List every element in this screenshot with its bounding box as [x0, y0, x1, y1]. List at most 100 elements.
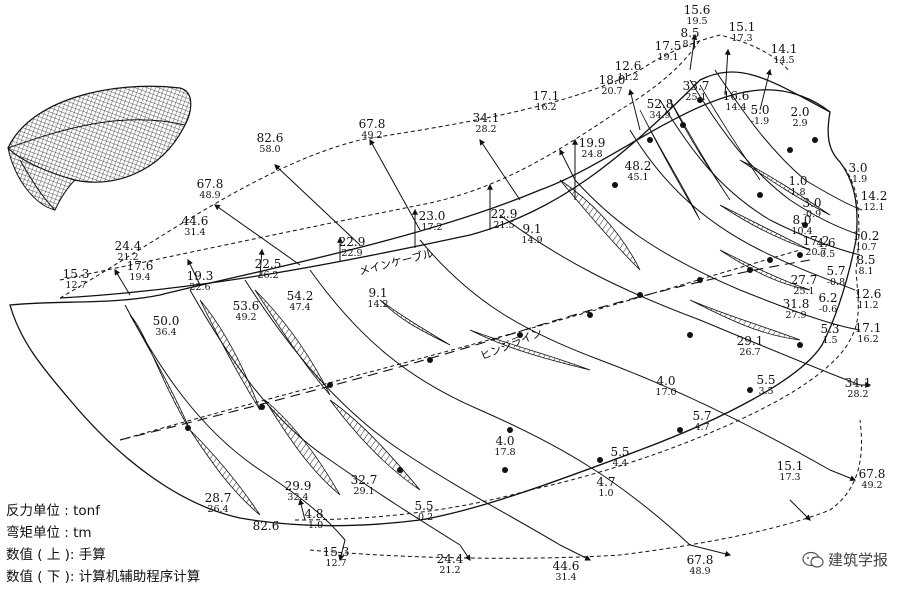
value-computer-calc: 4.7 [694, 422, 709, 433]
value-label: 15.312.7 [323, 545, 350, 569]
value-hand-calc: 22.9 [339, 235, 366, 249]
value-hand-calc: 9.1 [368, 286, 387, 300]
value-hand-calc: 22.9 [491, 207, 518, 221]
value-hand-calc: 15.1 [777, 459, 804, 473]
value-computer-calc: 58.0 [259, 144, 280, 155]
value-label: 5.5-0.2 [414, 499, 433, 523]
value-label: 17.220.7 [803, 234, 830, 258]
value-hand-calc: 50.0 [153, 314, 180, 328]
value-computer-calc: 29.1 [353, 486, 374, 497]
value-hand-calc: 12.6 [855, 287, 882, 301]
value-label: 5.31.5 [820, 322, 839, 346]
value-hand-calc: 4.0 [495, 434, 514, 448]
value-label: 2.02.9 [790, 105, 809, 129]
value-computer-calc: 16.2 [857, 334, 878, 345]
value-label: 5.53.5 [756, 373, 775, 397]
value-label: 82.6 [253, 519, 280, 533]
value-label: 32.729.1 [351, 473, 378, 497]
value-hand-calc: 24.4 [437, 552, 464, 566]
value-hand-calc: 34.1 [845, 376, 872, 390]
value-hand-calc: 4.0 [656, 374, 675, 388]
value-computer-calc: 26.2 [257, 270, 278, 281]
value-computer-calc: -1.9 [849, 174, 867, 185]
watermark: 建筑学报 [802, 549, 888, 570]
value-label: 6.2-0.6 [818, 291, 837, 315]
value-hand-calc: 44.6 [182, 214, 209, 228]
value-hand-calc: 8.5 [856, 253, 875, 267]
value-computer-calc: 8.1 [682, 39, 697, 50]
value-label: 10.210.7 [853, 229, 880, 253]
value-label: 17.619.4 [127, 259, 154, 283]
value-computer-calc: 20.7 [601, 86, 622, 97]
value-hand-calc: 6.2 [818, 291, 837, 305]
value-computer-calc: 14.5 [773, 55, 794, 66]
value-computer-calc: 11.2 [857, 300, 878, 311]
value-label: 67.849.2 [859, 467, 886, 491]
value-computer-calc: 17.3 [731, 33, 752, 44]
value-label: 50.036.4 [153, 314, 180, 338]
value-computer-calc: 28.2 [847, 389, 868, 400]
value-hand-calc: 14.2 [861, 189, 888, 203]
wechat-icon [802, 551, 824, 568]
value-computer-calc: 19.5 [686, 16, 707, 27]
value-computer-calc: -1.0 [305, 520, 323, 531]
value-label: 67.849.2 [359, 117, 386, 141]
value-label: 4.6-0.5 [816, 236, 835, 260]
value-computer-calc: 28.2 [475, 124, 496, 135]
value-label: 23.017.2 [419, 209, 446, 233]
value-label: 17.116.2 [855, 321, 882, 345]
value-computer-calc: 16.2 [535, 102, 556, 113]
value-label: 18.020.7 [599, 73, 626, 97]
value-hand-calc: 32.7 [351, 473, 378, 487]
value-hand-calc: 18.0 [599, 73, 626, 87]
units-legend: 反力单位 : tonf 弯矩单位 : tm 数值 ( 上 ): 手算 数值 ( … [6, 500, 200, 588]
value-computer-calc: 3.5 [758, 386, 773, 397]
value-hand-calc: 53.6 [233, 299, 260, 313]
value-hand-calc: 15.3 [63, 267, 90, 281]
value-computer-calc: 12.7 [65, 280, 86, 291]
value-computer-calc: 8.1 [858, 266, 873, 277]
value-label: 24.421.2 [115, 239, 142, 263]
value-computer-calc: 4.4 [612, 458, 627, 469]
value-label: 53.649.2 [233, 299, 260, 323]
value-hand-calc: 15.6 [684, 3, 711, 17]
value-hand-calc: 5.5 [610, 445, 629, 459]
value-computer-calc: 17.0 [655, 387, 676, 398]
value-hand-calc: 3.0 [848, 161, 867, 175]
value-hand-calc: 5.5 [756, 373, 775, 387]
value-computer-calc: 48.9 [689, 566, 710, 577]
value-label: 3.0-0.9 [802, 196, 821, 220]
main-cable [59, 71, 831, 299]
moment-diagrams [129, 84, 831, 516]
value-hand-calc: 14.1 [771, 42, 798, 56]
value-hand-calc: 5.3 [820, 322, 839, 336]
value-hand-calc: 48.2 [625, 159, 652, 173]
legend-lower-value: 数值 ( 下 ): 计算机辅助程序计算 [6, 569, 201, 585]
hinge-line [119, 259, 811, 441]
value-label: 67.848.9 [687, 553, 714, 577]
value-computer-calc: 36.4 [155, 327, 176, 338]
value-label: 5.7-0.8 [826, 264, 845, 288]
value-hand-calc: 67.8 [859, 467, 886, 481]
value-computer-calc: -0.6 [819, 304, 837, 315]
value-hand-calc: 4.6 [816, 236, 835, 250]
value-hand-calc: 17.2 [803, 234, 830, 248]
value-label: 15.312.7 [63, 267, 90, 291]
value-hand-calc: 5.7 [826, 264, 845, 278]
value-hand-calc: 5.7 [692, 409, 711, 423]
value-label: 31.827.9 [783, 297, 810, 321]
value-hand-calc: 27.7 [791, 273, 818, 287]
value-label: 27.725.1 [791, 273, 818, 297]
legend-reaction-unit: 反力单位 : tonf [6, 503, 100, 519]
value-computer-calc: 49.2 [361, 130, 382, 141]
value-label: 5.74.7 [692, 409, 711, 433]
value-computer-calc: 34.9 [649, 110, 670, 121]
value-label: 48.245.1 [625, 159, 652, 183]
value-label: 22.922.9 [339, 235, 366, 259]
value-computer-calc: 48.9 [199, 190, 220, 201]
value-label: 12.611.2 [855, 287, 882, 311]
value-label: 12.611.2 [615, 59, 642, 83]
value-label: 1.01.8 [788, 174, 807, 198]
